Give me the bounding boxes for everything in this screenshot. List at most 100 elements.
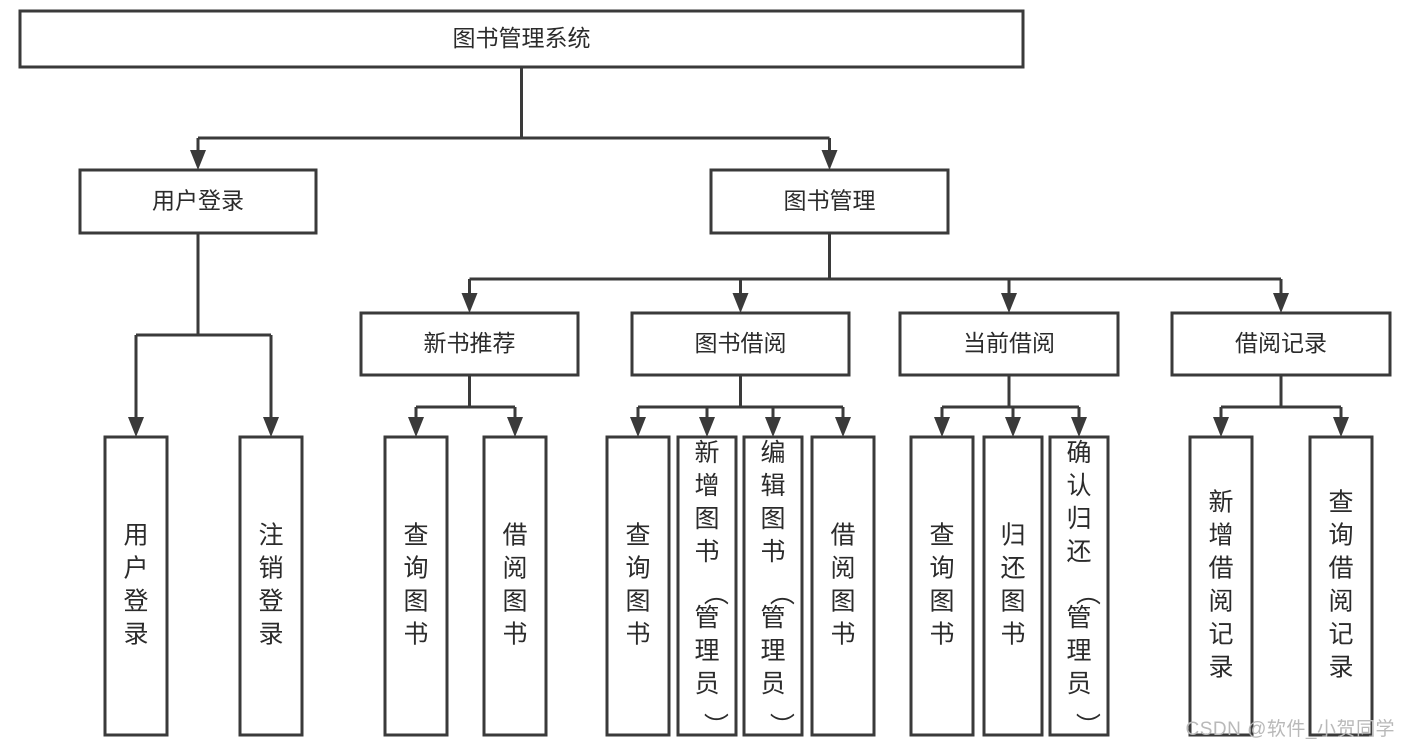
node-book-borrow-label: 图书借阅 <box>695 330 787 356</box>
svg-text:阅: 阅 <box>1328 588 1353 616</box>
svg-text:归: 归 <box>1000 522 1025 550</box>
svg-text:注: 注 <box>258 522 283 550</box>
svg-text:询: 询 <box>625 555 650 583</box>
svg-text:）: ） <box>767 712 795 737</box>
svg-text:图: 图 <box>929 588 954 616</box>
svg-text:录: 录 <box>258 621 283 649</box>
node-borrow-record-label: 借阅记录 <box>1235 330 1327 356</box>
node-leaf-query-book-cur[interactable] <box>909 435 975 737</box>
svg-text:（: （ <box>1073 580 1101 605</box>
node-leaf-confirm-return[interactable] <box>1048 435 1110 737</box>
svg-text:员: 员 <box>1066 670 1091 698</box>
node-current-borrow[interactable] <box>898 311 1120 377</box>
connector-layer <box>128 67 1349 437</box>
arrow-head-icon <box>1001 293 1017 313</box>
svg-text:图: 图 <box>625 588 650 616</box>
node-leaf-add-book[interactable] <box>676 435 738 737</box>
svg-text:书: 书 <box>502 621 527 649</box>
svg-text:增: 增 <box>694 472 719 500</box>
node-leaf-query-book[interactable] <box>605 435 671 737</box>
arrow-head-icon <box>732 293 749 313</box>
svg-text:图: 图 <box>403 588 428 616</box>
arrow-head-icon <box>1213 417 1229 437</box>
node-leaf-query-book-new[interactable] <box>383 435 449 737</box>
arrow-head-icon <box>408 417 424 437</box>
svg-text:借: 借 <box>1328 555 1353 583</box>
node-current-borrow-label: 当前借阅 <box>963 330 1055 356</box>
arrow-head-icon <box>507 417 523 437</box>
node-user-login-label: 用户登录 <box>152 188 244 214</box>
svg-text:录: 录 <box>123 621 148 649</box>
svg-text:阅: 阅 <box>502 555 527 583</box>
svg-text:员: 员 <box>694 670 719 698</box>
svg-text:）: ） <box>701 712 729 737</box>
svg-text:新: 新 <box>694 439 719 467</box>
svg-text:录: 录 <box>1208 654 1233 682</box>
svg-text:记: 记 <box>1208 621 1233 649</box>
svg-text:阅: 阅 <box>1208 588 1233 616</box>
svg-text:确: 确 <box>1066 439 1091 467</box>
svg-text:借: 借 <box>1208 555 1233 583</box>
arrow-head-icon <box>461 293 478 313</box>
svg-text:询: 询 <box>929 555 954 583</box>
svg-text:借: 借 <box>502 522 527 550</box>
arrow-head-icon <box>765 417 781 437</box>
svg-text:（: （ <box>767 580 795 605</box>
svg-text:书: 书 <box>830 621 855 649</box>
arrow-head-icon <box>1071 417 1087 437</box>
node-leaf-borrow-book-new[interactable] <box>482 435 548 737</box>
svg-text:图: 图 <box>830 588 855 616</box>
node-leaf-borrow-book[interactable] <box>810 435 876 737</box>
svg-text:图: 图 <box>502 588 527 616</box>
svg-text:登: 登 <box>123 588 148 616</box>
node-leaf-user-logout[interactable] <box>238 435 304 737</box>
svg-text:图: 图 <box>694 505 719 533</box>
svg-text:图: 图 <box>760 505 785 533</box>
arrow-head-icon <box>821 150 838 170</box>
node-borrow-record[interactable] <box>1170 311 1392 377</box>
node-layer: 图书管理系统用户登录图书管理新书推荐图书借阅当前借阅借阅记录用户登录注销登录查询… <box>18 9 1392 738</box>
svg-text:询: 询 <box>1328 522 1353 550</box>
arrow-head-icon <box>190 150 206 170</box>
node-root[interactable] <box>18 9 1025 69</box>
node-book-borrow[interactable] <box>630 311 851 377</box>
node-leaf-query-record[interactable] <box>1308 435 1374 737</box>
node-book-manage[interactable] <box>709 168 950 235</box>
node-user-login[interactable] <box>78 168 318 235</box>
svg-text:书: 书 <box>625 621 650 649</box>
svg-text:录: 录 <box>1328 654 1353 682</box>
svg-text:管: 管 <box>1066 604 1091 632</box>
svg-text:户: 户 <box>123 555 148 583</box>
node-leaf-return-book[interactable] <box>982 435 1044 737</box>
svg-text:书: 书 <box>694 538 719 566</box>
svg-text:增: 增 <box>1208 522 1233 550</box>
svg-text:书: 书 <box>929 621 954 649</box>
arrow-head-icon <box>1005 417 1021 437</box>
svg-text:书: 书 <box>1000 621 1025 649</box>
svg-text:（: （ <box>701 580 729 605</box>
svg-text:登: 登 <box>258 588 283 616</box>
node-leaf-add-record[interactable] <box>1188 435 1254 737</box>
node-leaf-user-login-label: 用户登录 <box>123 522 148 649</box>
node-leaf-user-login[interactable] <box>103 435 169 737</box>
arrow-head-icon <box>1273 293 1289 313</box>
svg-text:新: 新 <box>1208 489 1233 517</box>
node-leaf-edit-book[interactable] <box>742 435 804 737</box>
node-new-book-recommend-label: 新书推荐 <box>424 330 516 356</box>
arrow-head-icon <box>1333 417 1349 437</box>
svg-text:员: 员 <box>760 670 785 698</box>
svg-text:书: 书 <box>403 621 428 649</box>
svg-text:询: 询 <box>403 555 428 583</box>
node-new-book-recommend[interactable] <box>359 311 580 377</box>
